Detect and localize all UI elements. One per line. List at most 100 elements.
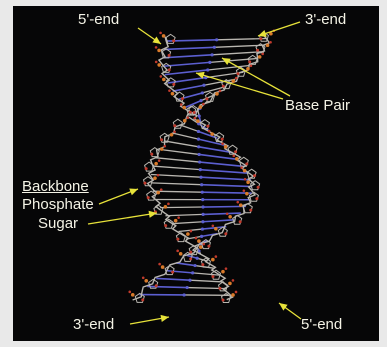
base-nitrogen [201,198,204,201]
phosphate-atom [157,63,161,67]
base-pair-half [165,141,199,147]
oxygen-atom [235,291,238,294]
phosphate-atom [174,219,178,223]
oxygen-atom [218,287,221,290]
oxygen-atom [150,153,153,156]
base-pair-half [153,191,202,192]
oxygen-atom [240,166,243,169]
oxygen-atom [167,203,170,206]
phosphate-atom [144,279,148,283]
oxygen-atom [177,216,180,219]
oxygen-atom [189,111,192,114]
base-nitrogen [196,257,199,260]
oxygen-atom [222,298,225,301]
oxygen-atom [173,124,176,127]
oxygen-atom [250,65,253,68]
base-pair-half [166,271,193,273]
phosphate-atom [197,239,201,243]
oxygen-atom [194,117,197,120]
oxygen-atom [189,251,192,254]
phosphate-atom [246,180,250,184]
base-pair-half [212,52,261,55]
oxygen-atom [195,237,198,240]
oxygen-atom [234,150,237,153]
base-pair-half [203,213,241,214]
base-nitrogen [208,61,211,64]
base-pair-half [203,220,234,222]
oxygen-atom [201,263,204,266]
oxygen-atom [236,72,239,75]
phosphate-atom [162,34,166,38]
base-pair-half [190,280,224,282]
base-nitrogen [201,191,204,194]
oxygen-atom [155,284,158,287]
phosphate-atom [131,293,135,297]
oxygen-atom [158,159,161,162]
phosphate-atom [186,232,190,236]
oxygen-atom [202,243,205,246]
oxygen-atom [172,39,175,42]
oxygen-atom [211,275,214,278]
phosphate-atom [224,145,228,149]
arrow-sugar [88,211,157,224]
base-nitrogen [199,176,202,179]
base-pair-half [202,185,253,187]
base-pair-half [155,158,200,162]
phosphate-atom [199,105,203,109]
oxygen-atom [224,232,227,235]
phosphate-atom [211,258,215,262]
base-pair-half [165,214,203,215]
oxygen-atom [176,250,179,253]
base-nitrogen [201,91,204,94]
base-nitrogen [206,68,209,71]
oxygen-atom [202,103,205,106]
label-5-end-bottom: 5'-end [301,316,342,333]
phosphate-atom [228,282,232,286]
phosphate-atom [228,215,232,219]
base-nitrogen [201,227,204,230]
phosphate-atom [243,169,247,173]
base-nitrogen [186,286,189,289]
base-pair-half [173,85,204,91]
oxygen-atom [259,37,262,40]
phosphate-atom [221,270,225,274]
oxygen-atom [145,167,148,170]
phosphate-atom [210,132,214,136]
oxygen-atom [176,238,179,241]
phosphate-atom [231,293,235,297]
arrow-phosphate [99,189,138,204]
oxygen-atom [232,155,235,158]
base-nitrogen [191,271,194,274]
arrow-3-end-top [258,22,300,37]
base-nitrogen [197,138,200,141]
phosphate-atom [154,162,158,166]
oxygen-atom [142,276,145,279]
oxygen-atom [160,138,163,141]
oxygen-atom [158,263,161,266]
base-pair-half [200,170,248,174]
oxygen-atom [239,220,242,223]
strand-b [133,37,255,300]
oxygen-atom [219,90,222,93]
oxygen-atom [160,188,163,191]
oxygen-atom [206,125,209,128]
arrow-5-end-top [138,28,161,44]
base-nitrogen [213,46,216,49]
label-sugar: Sugar [38,215,78,232]
phosphate-atom [246,67,250,71]
base-pair-half [159,149,199,154]
oxygen-atom [155,61,158,64]
oxygen-atom [193,111,196,114]
oxygen-atom [226,213,229,216]
base-pair-half [193,273,220,275]
oxygen-atom [212,224,215,227]
base-nitrogen [210,53,213,56]
oxygen-atom [245,162,248,165]
base-pair-half [217,39,267,40]
oxygen-atom [232,279,235,282]
base-pair-half [202,192,251,193]
oxygen-atom [173,130,176,133]
phosphate-atom [164,205,168,209]
oxygen-atom [172,83,175,86]
